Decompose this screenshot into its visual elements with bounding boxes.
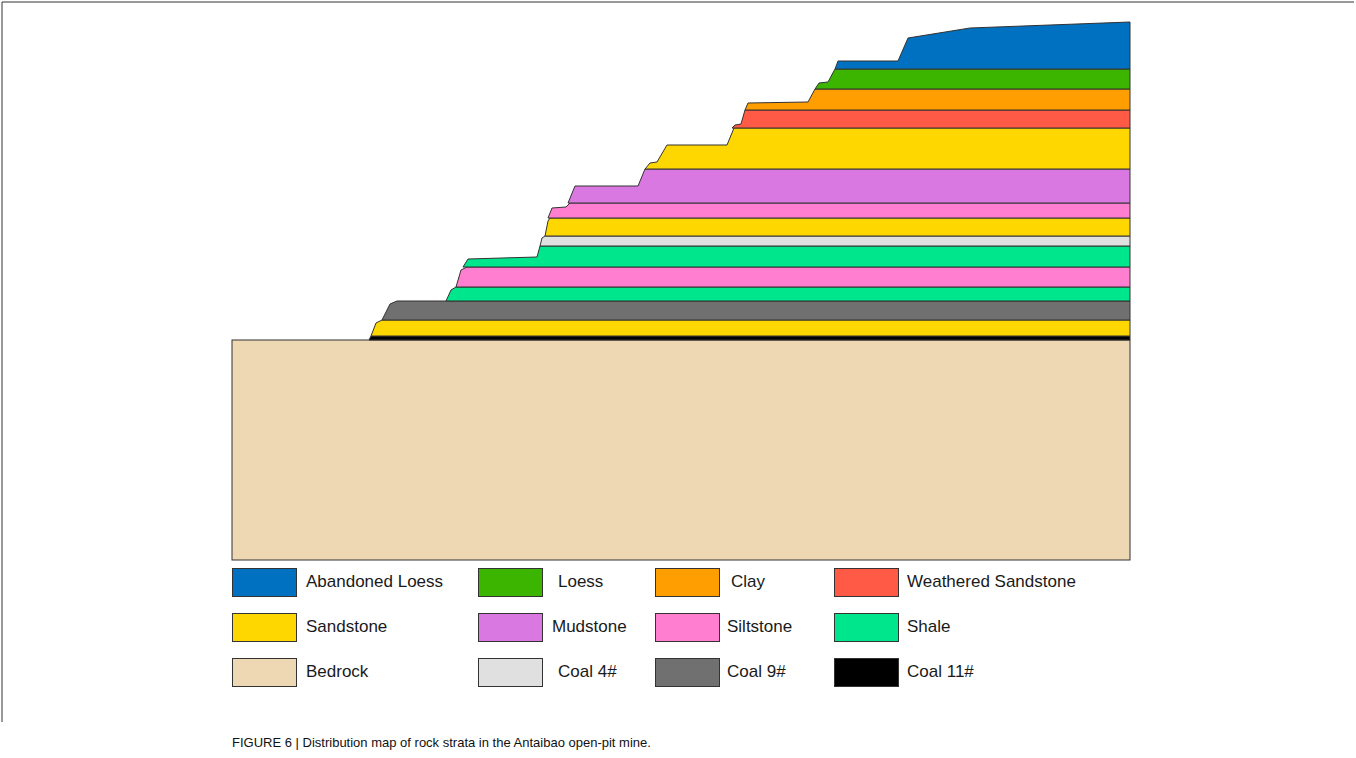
- shale-layer: [446, 287, 1130, 301]
- abandoned-loess-layer: [835, 22, 1130, 69]
- legend-swatch: [834, 658, 899, 687]
- legend-swatch: [478, 658, 543, 687]
- coal-layer: [369, 336, 1130, 340]
- legend-label: Bedrock: [306, 662, 368, 682]
- legend-label: Mudstone: [552, 617, 627, 637]
- sandstone-layer: [545, 218, 1130, 236]
- legend-label: Clay: [731, 572, 765, 592]
- legend-swatch: [655, 613, 720, 642]
- frame-line: [2, 2, 1354, 3]
- legend-swatch: [232, 613, 297, 642]
- bedrock-layer: [232, 340, 1130, 560]
- legend-label: Siltstone: [727, 617, 792, 637]
- clay-layer: [745, 89, 1130, 110]
- legend-label: Loess: [558, 572, 603, 592]
- siltstone-layer: [548, 203, 1130, 218]
- figure-caption: FIGURE 6 | Distribution map of rock stra…: [232, 735, 651, 750]
- legend-swatch: [834, 568, 899, 597]
- mudstone-layer: [568, 169, 1130, 203]
- loess-layer: [815, 69, 1130, 89]
- legend-label: Shale: [907, 617, 950, 637]
- legend-label: Weathered Sandstone: [907, 572, 1076, 592]
- coal-layer: [382, 301, 1130, 320]
- legend-swatch: [232, 568, 297, 597]
- weathered-sandstone-layer: [732, 110, 1130, 128]
- legend-label: Sandstone: [306, 617, 387, 637]
- legend-label: Coal 11#: [907, 662, 974, 682]
- legend-swatch: [655, 568, 720, 597]
- legend-swatch: [655, 658, 720, 687]
- legend-swatch: [834, 613, 899, 642]
- shale-layer: [463, 246, 1130, 267]
- legend-label: Coal 4#: [558, 662, 617, 682]
- frame-line: [2, 2, 3, 722]
- siltstone-layer: [456, 267, 1130, 287]
- sandstone-layer: [645, 128, 1130, 169]
- coal-layer: [540, 236, 1130, 246]
- sandstone-layer: [371, 320, 1130, 336]
- legend-label: Coal 9#: [727, 662, 786, 682]
- legend-swatch: [478, 613, 543, 642]
- legend-label: Abandoned Loess: [306, 572, 443, 592]
- legend-swatch: [232, 658, 297, 687]
- legend-swatch: [478, 568, 543, 597]
